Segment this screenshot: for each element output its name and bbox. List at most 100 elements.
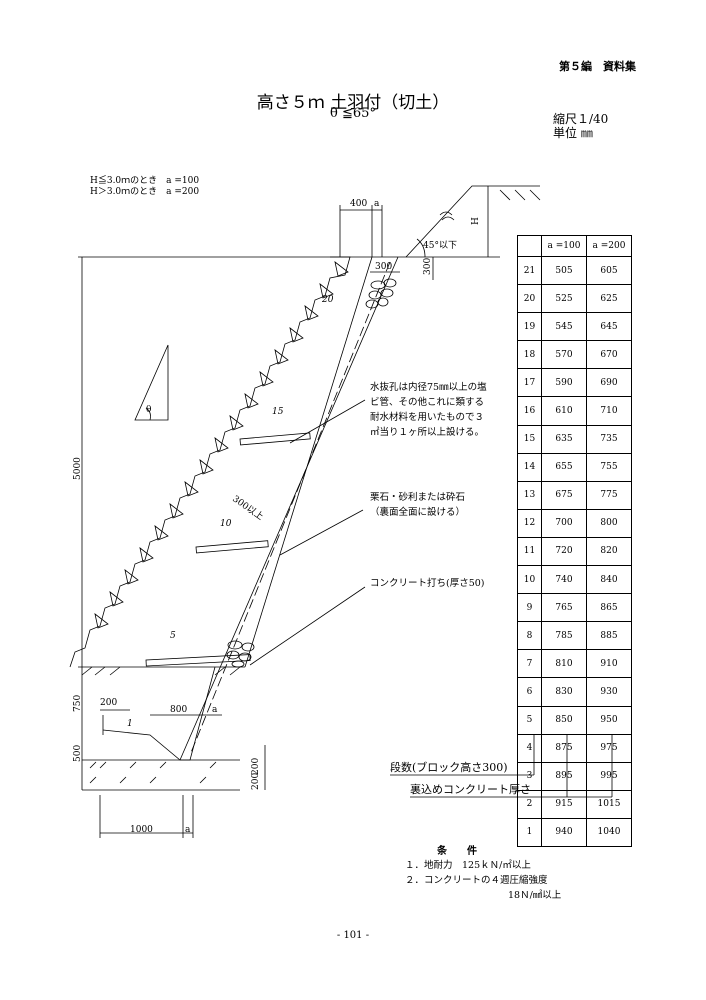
dim-200-c: 200 (251, 773, 261, 790)
table-cell: 850 (541, 705, 587, 735)
leader-gravel (279, 509, 364, 556)
table-cell: 785 (541, 621, 587, 651)
upper-slope-line (405, 185, 540, 258)
foundation-outline (102, 666, 216, 761)
table-cell: 910 (586, 649, 632, 679)
table-cell: 4 (517, 733, 542, 763)
table-cell: 21 (517, 255, 542, 286)
angle-subtitle: θ ≦65° (330, 106, 376, 121)
table-cell: 14 (517, 452, 542, 482)
table-cell: 740 (541, 565, 587, 595)
dim-200: 200 (100, 698, 117, 708)
condition-2: ２．コンクリートの４週圧縮強度 (405, 875, 548, 886)
table-cell: 13 (517, 480, 542, 510)
table-cell: 875 (541, 733, 587, 763)
page-title: 高さ５ｍ 土羽付（切土） (256, 93, 450, 113)
table-cell: 6 (517, 677, 542, 707)
table-cell: 605 (586, 255, 632, 286)
concrete-note: コンクリート打ち(厚さ50) (370, 578, 485, 589)
table-cell: 505 (541, 255, 587, 286)
a-condition-2: H＞3.0ｍのとき a =200 (90, 187, 200, 197)
dim-800: 800 (170, 705, 187, 715)
dim-1000: 1000 (130, 825, 153, 835)
gravel-note-line-2: （裏面全面に設ける） (370, 507, 466, 518)
a-condition-1: H≦3.0ｍのとき a =100 (90, 176, 200, 186)
table-cell: 12 (517, 508, 542, 538)
leader-drain (289, 399, 366, 444)
course-10: 10 (220, 519, 232, 529)
table-cell: 670 (586, 340, 632, 370)
dim-a-bottom: a (185, 825, 191, 835)
table-cell: 635 (541, 424, 587, 454)
gravel-top (365, 278, 397, 309)
table-cell: 710 (586, 396, 632, 426)
drain-note-line-3: 耐水材料を用いたもので３ (370, 412, 485, 423)
break-mark (439, 211, 455, 221)
table-cell: 1040 (586, 817, 632, 847)
angle-triangle (134, 344, 169, 421)
table-cell: 545 (541, 312, 587, 342)
table-cell: 930 (586, 677, 632, 707)
table-cell: 5 (517, 705, 542, 735)
conditions-heading: 条 件 (437, 846, 477, 857)
dim-5000: 5000 (73, 457, 83, 480)
table-header-cell (517, 235, 542, 257)
dim-500: 500 (73, 745, 83, 762)
drain-pipe-middle (195, 540, 269, 554)
theta-label: θ (146, 405, 151, 415)
block-face-outline (69, 256, 351, 668)
table-header-cell: a =100 (541, 235, 587, 257)
drain-note-line-4: ㎡当り１ヶ所以上設ける。 (370, 427, 485, 438)
page-number: - 101 - (336, 930, 370, 941)
gravel-note-line-1: 栗石・砂利または砕石 (370, 492, 466, 503)
label-steps: 段数(ブロック高さ300) (390, 761, 508, 774)
table-cell: 940 (541, 817, 587, 847)
drain-pipe-upper (239, 432, 311, 446)
unit-label: 単位 ㎜ (553, 126, 593, 140)
table-cell: 765 (541, 593, 587, 623)
dim-300-up: 300以上 (230, 493, 265, 522)
course-1: 1 (127, 719, 133, 729)
course-20: 20 (321, 295, 334, 305)
table-cell: 975 (586, 733, 632, 763)
table-cell: 810 (541, 649, 587, 679)
dim-a-mid: a (212, 705, 218, 715)
table-cell: 690 (586, 368, 632, 398)
dim-45deg: 45°以下 (423, 241, 457, 251)
course-15: 15 (272, 407, 284, 417)
block-triangles (94, 261, 349, 629)
table-header-cell: a =200 (586, 235, 632, 257)
table-cell: 885 (586, 621, 632, 651)
table-cell: 950 (586, 705, 632, 735)
table-cell: 775 (586, 480, 632, 510)
table-cell: 865 (586, 593, 632, 623)
table-cell: 800 (586, 508, 632, 538)
scale-label: 縮尺１/40 (553, 112, 609, 126)
table-cell: 19 (517, 312, 542, 342)
table-cell: 17 (517, 368, 542, 398)
dim-400: 400 (350, 199, 367, 209)
leader-concrete (249, 586, 366, 666)
table-cell: 755 (586, 452, 632, 482)
dim-h: H (471, 217, 481, 225)
table-cell: 8 (517, 621, 542, 651)
table-cell: 1015 (586, 789, 632, 819)
table-cell: 16 (517, 396, 542, 426)
table-cell: 840 (586, 565, 632, 595)
